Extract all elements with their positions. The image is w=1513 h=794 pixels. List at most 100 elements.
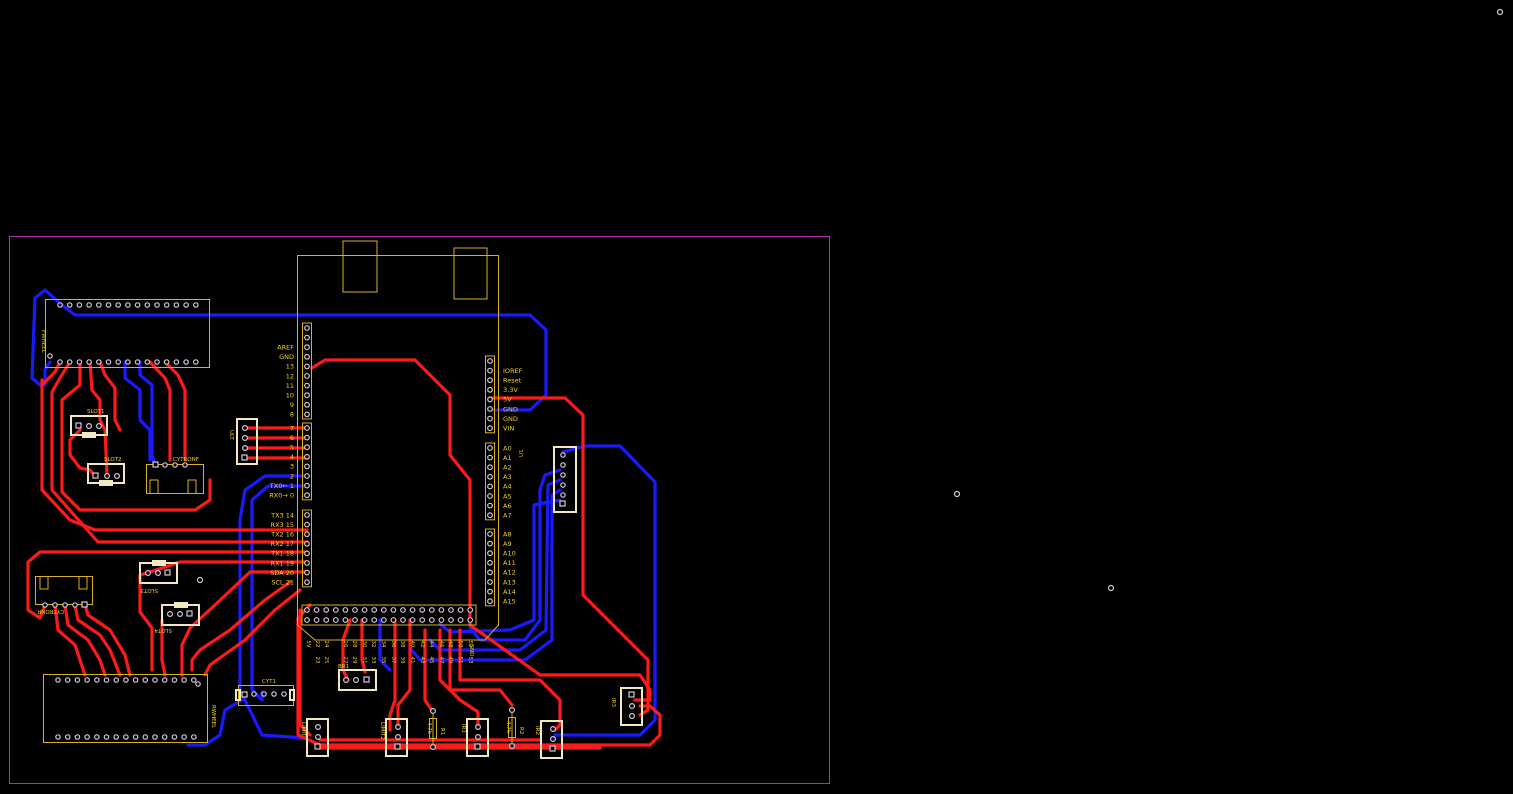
ir1-label: IR1 [460, 724, 466, 733]
header-pin [304, 617, 310, 623]
module-pin [144, 359, 151, 365]
header-pin [304, 607, 310, 613]
ult-label: ULT [228, 430, 234, 440]
sensor-header-right [553, 446, 577, 513]
header-pin [304, 382, 310, 389]
rwheel-label: RWHEEL [210, 705, 216, 729]
header-pin [304, 344, 310, 351]
header-pin [313, 617, 320, 623]
pin-label: 23 [314, 657, 320, 664]
r1-resistor: R1 4.7k [426, 707, 445, 750]
pin-label: 50 [457, 641, 463, 648]
header-pin [304, 425, 310, 431]
pin-label: A2 [503, 464, 512, 472]
header-pin [304, 353, 310, 360]
pin-label: SCL 21 [271, 579, 294, 587]
limit2-connector: LIMIT2 [379, 718, 408, 757]
module-pin [57, 359, 63, 365]
header-pin [304, 411, 310, 418]
pin-label: 45 [428, 657, 434, 664]
module-pin [134, 359, 141, 365]
pin-label: A1 [503, 454, 512, 462]
header-pin [304, 540, 310, 547]
top-copper-traces [26, 358, 662, 750]
header-pin [487, 540, 493, 547]
ir3-label: IR3 [610, 698, 616, 707]
module-pin [66, 302, 73, 308]
fwheel-module: FWHEEL [40, 299, 210, 368]
module-pin [142, 734, 149, 740]
pin-label: 13 [286, 363, 294, 371]
module-pin [105, 359, 112, 365]
stray-via [196, 576, 204, 584]
module-pin [171, 677, 178, 683]
pin-label: 40 [409, 641, 415, 648]
pin-label: A3 [503, 473, 512, 481]
pin-label: 3.3V [503, 386, 518, 394]
fwheel-label: FWHEEL [40, 330, 46, 354]
header-pin [304, 579, 310, 586]
module-pin [64, 677, 71, 683]
module-pin [191, 734, 197, 740]
pin-label: 28 [351, 641, 357, 648]
module-pin [96, 359, 102, 365]
header-pin [487, 396, 493, 403]
r2-value: 4.7k [505, 721, 511, 734]
header-pin [342, 607, 349, 613]
slot4-connector: SLOT4 [154, 602, 200, 633]
pin-label: RX3 15 [271, 521, 294, 529]
cyt1-label: CYT1 [262, 679, 276, 685]
header-pin [361, 607, 368, 613]
pin-label: 53 [467, 657, 473, 664]
br1-connector: BR1 [338, 664, 377, 691]
module-pin [66, 359, 73, 365]
module-pin [125, 302, 131, 308]
module-pin [84, 734, 90, 740]
module-pin [191, 677, 197, 683]
ir2-label: IR2 [534, 726, 540, 735]
arduino-ref-label: U1 [519, 449, 525, 457]
header-pin [419, 607, 426, 613]
header-pin [487, 559, 493, 566]
pin-label: RX2 17 [271, 540, 294, 548]
cytronf-label: CYTRONF [173, 457, 199, 463]
module-pin [152, 677, 158, 683]
pin-label: 3 [290, 463, 294, 471]
header-pin [304, 325, 310, 331]
pin-label: 39 [399, 657, 405, 664]
pin-label: 43 [419, 657, 425, 664]
pin-label: SDA 20 [270, 569, 294, 577]
header-pin [487, 493, 493, 499]
header-pin [304, 401, 310, 408]
pin-label: A6 [503, 502, 512, 510]
pin-label: 49 [447, 657, 453, 664]
pin-label: 5V [503, 396, 512, 404]
pin-label: A0 [503, 444, 512, 452]
header-pin [409, 607, 416, 613]
pin-label: GND [503, 405, 518, 413]
pin-label: 34 [380, 641, 386, 648]
cytronr-connector: CYTRONR [35, 576, 93, 614]
pin-label: 42 [419, 641, 425, 648]
pin-label: 25 [323, 657, 329, 664]
pin-label: TX2 16 [270, 531, 294, 539]
br1-label: BR1 [338, 664, 349, 670]
pin-label: 41 [409, 657, 415, 664]
header-pin [304, 482, 310, 489]
ir3-connector: IR3 [610, 687, 643, 726]
header-pin [390, 617, 397, 623]
pin-label: A12 [503, 569, 516, 577]
module-pin [193, 359, 199, 365]
pin-label: A9 [503, 540, 512, 548]
pin-label: A7 [503, 512, 512, 520]
ir1-connector: IR1 [460, 718, 489, 757]
module-pin [94, 734, 100, 740]
pin-label: 36 [390, 641, 396, 648]
slot2-label: SLOT2 [104, 457, 122, 463]
header-pin [352, 607, 358, 613]
header-pin [487, 588, 493, 595]
header-pin [448, 617, 454, 623]
module-pin [74, 677, 81, 683]
